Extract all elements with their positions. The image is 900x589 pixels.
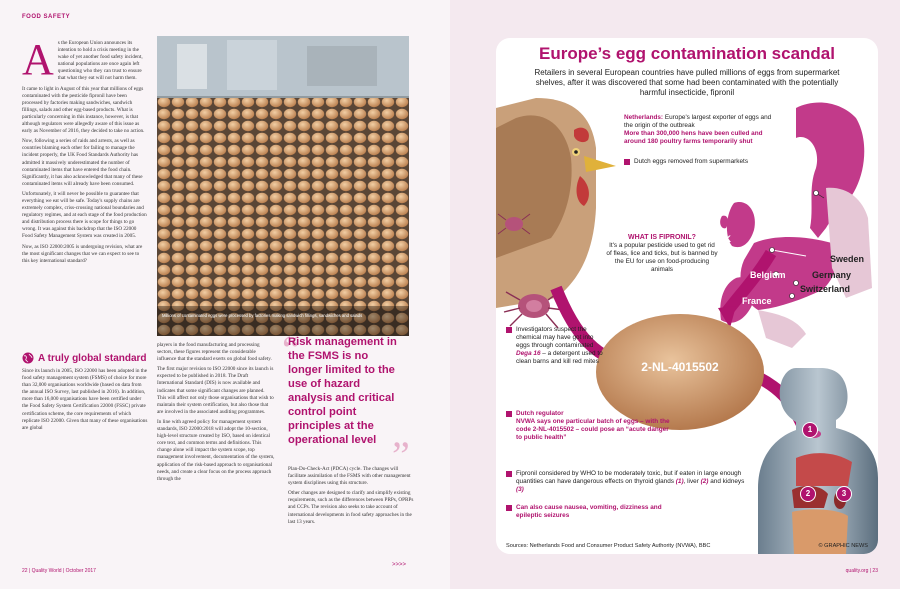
bullet-marker: [506, 471, 512, 477]
continue-marker: >>>>: [392, 562, 407, 568]
netherlands-text: Europe's largest exporter of eggs and th…: [624, 114, 772, 129]
bullet-symptoms: Can also cause nausea, vomiting, dizzine…: [506, 504, 676, 520]
article-column-3: Plan-Do-Check-Act (PDCA) cycle. The chan…: [288, 466, 414, 529]
bullet-marker: [506, 327, 512, 333]
marker-thyroid: 1: [802, 422, 818, 438]
country-germany: Germany: [812, 270, 852, 280]
chicken-illustration: [496, 98, 616, 308]
close-quote-icon: ”: [392, 433, 410, 478]
folio-right: quality.org | 23: [845, 568, 878, 574]
country-switzerland: Switzerland: [800, 284, 851, 294]
intro-paragraph: s the European Union announces its inten…: [57, 40, 143, 82]
egg-photo-image: [157, 36, 409, 336]
legend-swatch: [624, 159, 630, 165]
paragraph: Other changes are designed to clarify an…: [288, 490, 414, 525]
netherlands-note: Netherlands: Europe's largest exporter o…: [624, 114, 774, 146]
country-uk: UK: [718, 234, 731, 244]
infographic: Europe’s egg contamination scandal Retai…: [496, 38, 878, 554]
subhead-title: A truly global standard: [38, 352, 147, 364]
bullet-marker: [506, 411, 512, 417]
paragraph: Plan-Do-Check-Act (PDCA) cycle. The chan…: [288, 466, 411, 487]
mite-illustration: [497, 213, 565, 329]
bullet-who-toxicity: Fipronil considered by WHO to be moderat…: [506, 470, 746, 494]
paragraph: It came to light in August of this year …: [22, 85, 145, 135]
open-quote-icon: “: [282, 327, 300, 372]
marker-kidneys: 3: [836, 486, 852, 502]
paragraph: Since its launch in 2005, ISO 22000 has …: [22, 368, 148, 431]
legend-label: Dutch eggs removed from supermarkets: [634, 158, 749, 165]
paragraph: Now, as ISO 22000:2005 is undergoing rev…: [22, 243, 143, 264]
map-legend: Dutch eggs removed from supermarkets: [624, 158, 748, 166]
egg-factory-photo: [157, 36, 409, 336]
egg-batch-code: 2-NL-4015502: [641, 360, 719, 374]
article-column-1b: Since its launch in 2005, ISO 22000 has …: [22, 368, 148, 435]
marker-liver: 2: [800, 486, 816, 502]
netherlands-label: Netherlands:: [624, 114, 664, 121]
section-tag: FOOD SAFETY: [22, 14, 71, 20]
article-column-2: players in the food manufacturing and pr…: [157, 342, 275, 486]
bullet-investigators: Investigators suspect the chemical may h…: [506, 326, 606, 366]
bullet-text: Fipronil considered by WHO to be moderat…: [516, 470, 745, 493]
paragraph: players in the food manufacturing and pr…: [157, 342, 272, 363]
infographic-subtitle: Retailers in several European countries …: [534, 68, 840, 97]
credit: © GRAPHIC NEWS: [818, 543, 869, 549]
paragraph: Now, following a series of raids and arr…: [22, 138, 143, 187]
paragraph: In line with agreed policy for managemen…: [157, 418, 275, 482]
infographic-art: [496, 98, 878, 554]
drop-cap: A: [22, 35, 54, 84]
bullet-text: Can also cause nausea, vomiting, dizzine…: [516, 504, 662, 519]
paragraph: Unfortunately, it will never be possible…: [22, 190, 147, 240]
netherlands-highlight: More than 300,000 hens have been culled …: [624, 130, 763, 145]
folio-left: 22 | Quality World | October 2017: [22, 568, 96, 574]
what-heading: WHAT IS FIPRONIL?: [628, 234, 696, 241]
infographic-title: Europe’s egg contamination scandal: [539, 44, 835, 63]
country-france: France: [742, 296, 772, 306]
bullet-marker: [506, 505, 512, 511]
article-column-1: A s the European Union announces its int…: [22, 35, 148, 268]
egg-shape: [596, 314, 764, 430]
photo-caption: Millions of contaminated eggs were proce…: [162, 313, 363, 318]
bullet-text: Investigators suspect the chemical may h…: [516, 326, 603, 365]
sources: Sources: Netherlands Food and Consumer P…: [506, 543, 711, 549]
what-text: It's a popular pesticide used to get rid…: [606, 242, 718, 273]
paragraph: The first major revision to ISO 22000 si…: [157, 366, 274, 415]
pull-quote: Risk management in the FSMS is no longer…: [288, 336, 397, 446]
subhead: A truly global standard: [22, 352, 147, 364]
globe-icon: [22, 352, 34, 364]
country-belgium: Belgium: [750, 270, 786, 280]
what-is-fipronil: WHAT IS FIPRONIL? It's a popular pestici…: [606, 234, 718, 274]
country-sweden: Sweden: [830, 254, 865, 264]
